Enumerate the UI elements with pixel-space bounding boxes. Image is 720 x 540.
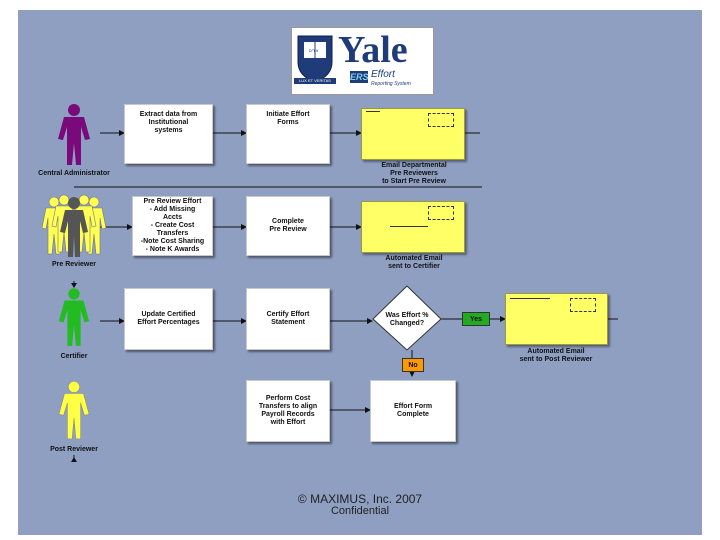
logo-motto: LUX ET VERITAS xyxy=(299,78,331,83)
footer-copyright: © MAXIMUS, Inc. 2007 xyxy=(297,492,423,506)
logo-subtitle: Reporting System xyxy=(371,81,411,87)
footer-confidential: Confidential xyxy=(330,505,390,517)
box-update-certified-effort: Update Certified Effort Percentages xyxy=(124,288,213,350)
logo-effort: Effort xyxy=(371,69,395,80)
flowchart-panel xyxy=(18,10,702,535)
yes-tag: Yes xyxy=(462,312,490,326)
box-complete-pre-review: Complete Pre Review xyxy=(246,196,330,256)
box-effort-form-complete: Effort Form Complete xyxy=(370,380,456,442)
yale-crest-icon: אורים xyxy=(294,35,336,84)
role-post-reviewer: Post Reviewer xyxy=(50,446,98,453)
box-pre-review-effort: Pre Review Effort - Add Missing Accts - … xyxy=(132,196,213,256)
role-certifier: Certifier xyxy=(60,353,88,360)
box-extract-data: Extract data from Institutional systems xyxy=(124,104,213,164)
role-central-administrator: Central Administrator xyxy=(38,170,110,177)
caption-automated-email-certifier: Automated Email sent to Certifier xyxy=(385,255,443,271)
no-tag: No xyxy=(402,358,424,372)
box-initiate-effort-forms: Initiate Effort Forms xyxy=(246,104,330,164)
email-note-post-reviewer xyxy=(505,293,608,345)
pre-reviewer-people-icon xyxy=(42,194,106,257)
decision-label: Was Effort % Changed? xyxy=(385,312,429,328)
box-perform-cost-transfers: Perform Cost Transfers to align Payroll … xyxy=(246,380,330,442)
role-pre-reviewer: Pre Reviewer xyxy=(52,261,96,268)
email-note-certifier xyxy=(361,201,465,253)
box-certify-effort-statement: Certify Effort Statement xyxy=(246,288,330,350)
svg-text:אורים: אורים xyxy=(309,48,319,53)
decision-diamond xyxy=(372,285,442,351)
yale-logo: אורים LUX ET VERITAS Yale ERS Effort Rep… xyxy=(291,27,434,95)
certifier-person-icon xyxy=(58,288,90,346)
stamp-icon xyxy=(428,113,454,127)
caption-email-departmental: Email Departmental Pre Reviewers to Star… xyxy=(381,162,447,186)
logo-yale: Yale xyxy=(338,29,408,71)
email-note-dept xyxy=(361,108,465,160)
caption-automated-email-post-reviewer: Automated Email sent to Post Reviewer xyxy=(519,348,593,364)
stamp-icon xyxy=(570,298,596,312)
logo-ers-badge: ERS xyxy=(350,71,369,83)
stamp-icon xyxy=(428,206,454,220)
post-reviewer-person-icon xyxy=(58,380,90,440)
central-administrator-person-icon xyxy=(58,104,90,165)
